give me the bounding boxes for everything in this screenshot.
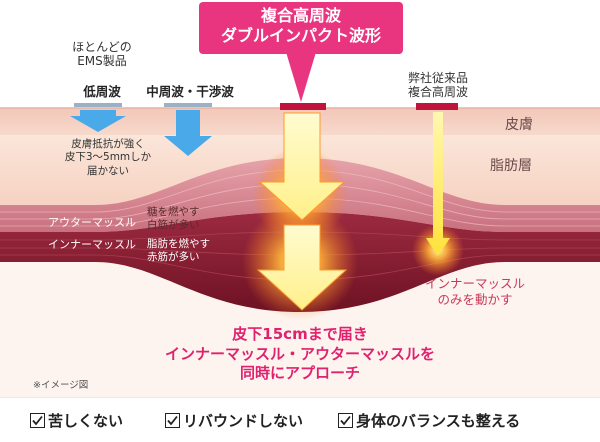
mid-freq-label: 中周波・干渉波 <box>146 84 234 99</box>
inner-muscle-label: インナーマッスル <box>48 238 136 251</box>
checkbox-icon <box>30 413 45 428</box>
reach-line-1: 皮下15cmまで届き <box>232 325 368 343</box>
conventional-product-label: 弊社従来品 複合高周波 <box>398 71 478 100</box>
callout-box <box>199 2 403 54</box>
inner-only-line-2: のみを動かす <box>437 292 513 308</box>
feature-bar <box>0 398 600 442</box>
outer-muscle-effect: 糖を燃やす 白筋が多い <box>147 206 200 231</box>
outer-muscle-label: アウターマッスル <box>48 216 136 229</box>
feature-item: 身体のバランスも整える <box>338 410 520 431</box>
skin-layer-label: 皮膚 <box>505 117 533 133</box>
feature-label: 身体のバランスも整える <box>356 412 521 430</box>
center-arrow-upper <box>258 112 346 221</box>
skin-resistance-line-1: 皮膚抵抗が強く <box>71 138 145 150</box>
conventional-line-1: 弊社従来品 <box>407 71 468 85</box>
electrode-pad-right <box>416 103 458 110</box>
white-fiber-line: 白筋が多い <box>147 218 200 231</box>
reach-claim: 皮下15cmまで届き インナーマッスル・アウターマッスルを 同時にアプローチ <box>130 325 470 384</box>
feature-item: 苦しくない <box>30 410 123 431</box>
low-freq-arrow <box>70 103 126 132</box>
skin-resistance-line-2: 皮下3〜5mmしか <box>64 151 152 164</box>
feature-label: リバウンドしない <box>183 412 304 430</box>
checkbox-icon <box>338 413 353 428</box>
inner-only-note: インナーマッスル のみを動かす <box>415 276 535 309</box>
image-note: ※イメージ図 <box>33 380 89 391</box>
inner-muscle-effect: 脂肪を燃やす 赤筋が多い <box>147 238 210 263</box>
red-fiber-line: 赤筋が多い <box>147 250 200 263</box>
callout-title: 複合高周波 ダブルインパクト波形 <box>199 6 403 46</box>
reach-line-3: 同時にアプローチ <box>239 364 360 382</box>
electrode-pad-center <box>280 103 326 110</box>
ems-label: ほとんどの EMS製品 <box>62 40 142 69</box>
reach-line-2: インナーマッスル・アウターマッスルを <box>164 344 435 363</box>
inner-only-arrow <box>426 112 450 256</box>
conventional-line-2: 複合高周波 <box>407 84 468 99</box>
callout-line-1: 複合高周波 <box>260 6 341 25</box>
sugar-burn-line: 糖を燃やす <box>147 206 200 218</box>
callout-line-2: ダブルインパクト波形 <box>220 26 381 45</box>
checkbox-icon <box>165 413 180 428</box>
skin-resistance-note: 皮膚抵抗が強く 皮下3〜5mmしか 届かない <box>58 138 158 178</box>
feature-label: 苦しくない <box>48 412 124 430</box>
skin-resistance-line-3: 届かない <box>87 164 129 177</box>
fat-burn-line: 脂肪を燃やす <box>147 238 210 250</box>
low-freq-label: 低周波 <box>83 84 121 99</box>
inner-only-line-1: インナーマッスル <box>424 276 525 291</box>
fat-layer-label: 脂肪層 <box>490 158 532 174</box>
callout-pointer <box>286 52 316 102</box>
center-arrow-lower <box>256 224 348 311</box>
feature-item: リバウンドしない <box>165 410 303 431</box>
ems-label-line-1: ほとんどの <box>72 40 132 54</box>
ems-label-line-2: EMS製品 <box>77 53 127 68</box>
mid-freq-arrow <box>164 103 212 156</box>
